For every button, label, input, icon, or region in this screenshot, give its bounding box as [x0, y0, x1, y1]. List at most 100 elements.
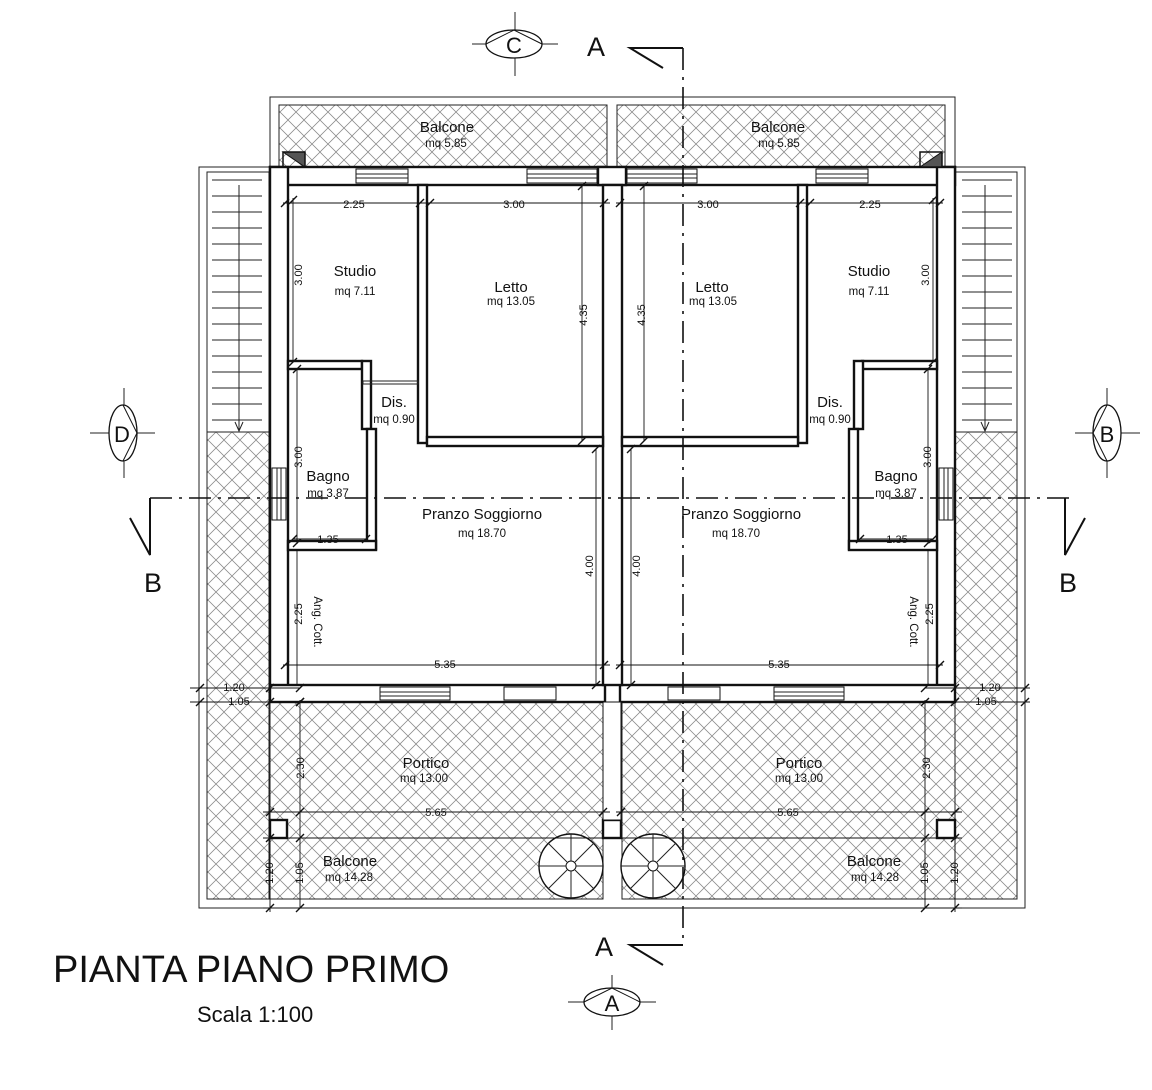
- dim-soggiorno-width-left: 5.35: [434, 659, 455, 671]
- room-name-studio-right: Studio: [848, 263, 891, 280]
- dim-letto-width-right: 3.00: [697, 199, 718, 211]
- dim-ext-right-2: 1.05: [975, 696, 996, 708]
- room-area-balcone-top-left: mq 5.85: [425, 138, 467, 150]
- dim-portico-width-right: 5.65: [777, 807, 798, 819]
- balcone-top-right-area: [616, 104, 946, 168]
- room-area-balcone-top-right: mq 5.85: [758, 138, 800, 150]
- dim-studio-height-right: 3.00: [920, 264, 932, 285]
- view-marker-left: D: [90, 388, 155, 478]
- interior-walls-right: [620, 183, 939, 552]
- dim-studio-width-left: 2.25: [343, 199, 364, 211]
- view-marker-top: C: [472, 12, 558, 76]
- left-terrace-area: [206, 431, 270, 900]
- room-name-letto-left: Letto: [494, 279, 527, 296]
- room-area-letto-right: mq 13.05: [689, 296, 737, 308]
- scale-label: Scala 1:100: [197, 1002, 313, 1027]
- room-name-portico-right: Portico: [776, 755, 823, 772]
- dim-soggiorno-height-right: 4.00: [631, 555, 643, 576]
- room-name-bagno-right: Bagno: [874, 468, 917, 485]
- dim-letto-width-left: 3.00: [503, 199, 524, 211]
- section-arrow-b-right: [1064, 498, 1086, 556]
- room-area-portico-right: mq 13.00: [775, 773, 823, 785]
- dim-portico-width-left: 5.65: [425, 807, 446, 819]
- right-stair: [954, 171, 1018, 433]
- room-area-balcone-bottom-left: mq 14.28: [325, 872, 373, 884]
- room-name-portico-left: Portico: [403, 755, 450, 772]
- dim-bagno-height-right: 3.00: [922, 446, 934, 467]
- room-area-soggiorno-left: mq 18.70: [458, 528, 506, 540]
- spiral-stair-left: [538, 833, 604, 899]
- room-name-soggiorno-right: Pranzo Soggiorno: [681, 506, 801, 523]
- dimension-ticks: [195, 181, 1030, 913]
- dim-portico-height-right: 2.30: [921, 757, 933, 778]
- room-area-bagno-right: mq 3.87: [875, 488, 917, 500]
- interior-walls-left: [286, 183, 605, 552]
- dim-ext-right-1: 1.20: [979, 682, 1000, 694]
- view-label-left: D: [114, 422, 130, 447]
- dim-soggiorno-height-left: 4.00: [584, 555, 596, 576]
- pillar: [601, 818, 623, 840]
- dim-balcone-height-right-1: 1.05: [919, 862, 931, 883]
- page-title: PIANTA PIANO PRIMO: [53, 949, 449, 991]
- dim-letto-height-right: 4.35: [636, 304, 648, 325]
- dim-studio-height-left: 3.00: [293, 264, 305, 285]
- balcone-top-left-area: [278, 104, 608, 168]
- dim-ext-left-2: 1.05: [228, 696, 249, 708]
- section-arrow-a-bottom: [626, 944, 683, 966]
- room-name-soggiorno-left: Pranzo Soggiorno: [422, 506, 542, 523]
- view-marker-right: B: [1075, 388, 1140, 478]
- section-label-a-bottom: A: [595, 932, 613, 962]
- dim-soggiorno-width-right: 5.35: [768, 659, 789, 671]
- room-name-dis-right: Dis.: [817, 394, 843, 411]
- room-area-bagno-left: mq 3.87: [307, 488, 349, 500]
- divider-wall: [602, 701, 622, 821]
- dim-bagno-height-left: 3.00: [293, 446, 305, 467]
- room-area-dis-right: mq 0.90: [809, 414, 851, 426]
- room-name-balcone-top-right: Balcone: [751, 119, 805, 136]
- section-label-a-top: A: [587, 32, 605, 62]
- pillar: [935, 818, 957, 840]
- dim-cott-height-right: 2.25: [924, 603, 936, 624]
- room-area-balcone-bottom-right: mq 14.28: [851, 872, 899, 884]
- dim-balcone-height-left-2: 1.05: [294, 862, 306, 883]
- room-name-dis-left: Dis.: [381, 394, 407, 411]
- section-arrow-b-left: [129, 498, 151, 556]
- view-label-bottom: A: [605, 991, 620, 1016]
- room-name-balcone-top-left: Balcone: [420, 119, 474, 136]
- room-area-letto-left: mq 13.05: [487, 296, 535, 308]
- left-stair: [206, 171, 270, 433]
- label-ang-cott-left: Ang. Cott.: [311, 596, 323, 647]
- section-arrow-a-top: [626, 47, 683, 69]
- dim-ext-left-1: 1.20: [223, 682, 244, 694]
- room-name-bagno-left: Bagno: [306, 468, 349, 485]
- section-label-b-right: B: [1059, 568, 1077, 598]
- dim-bagno-width-right: 1.35: [886, 534, 907, 546]
- room-area-dis-left: mq 0.90: [373, 414, 415, 426]
- label-ang-cott-right: Ang. Cott.: [907, 596, 919, 647]
- dim-studio-width-right: 2.25: [859, 199, 880, 211]
- room-area-portico-left: mq 13.00: [400, 773, 448, 785]
- dimension-lines: [190, 186, 1030, 912]
- dim-cott-height-left: 2.25: [293, 603, 305, 624]
- dim-bagno-width-left: 1.35: [317, 534, 338, 546]
- room-area-soggiorno-right: mq 18.70: [712, 528, 760, 540]
- dim-portico-height-left: 2.30: [295, 757, 307, 778]
- right-terrace-area: [954, 431, 1018, 900]
- windows: [271, 168, 954, 701]
- room-area-studio-right: mq 7.11: [849, 286, 890, 298]
- exterior-walls: [268, 165, 957, 704]
- room-name-balcone-bottom-right: Balcone: [847, 853, 901, 870]
- room-name-balcone-bottom-left: Balcone: [323, 853, 377, 870]
- room-name-letto-right: Letto: [695, 279, 728, 296]
- view-label-top: C: [506, 33, 522, 58]
- dim-balcone-height-right-2: 1.20: [949, 862, 961, 883]
- view-marker-bottom: A: [568, 975, 656, 1030]
- room-area-studio-left: mq 7.11: [335, 286, 376, 298]
- dim-letto-height-left: 4.35: [578, 304, 590, 325]
- view-label-right: B: [1100, 422, 1115, 447]
- spiral-stair-right: [620, 833, 686, 899]
- section-label-b-left: B: [144, 568, 162, 598]
- dim-balcone-height-left-1: 1.20: [264, 862, 276, 883]
- room-name-studio-left: Studio: [334, 263, 377, 280]
